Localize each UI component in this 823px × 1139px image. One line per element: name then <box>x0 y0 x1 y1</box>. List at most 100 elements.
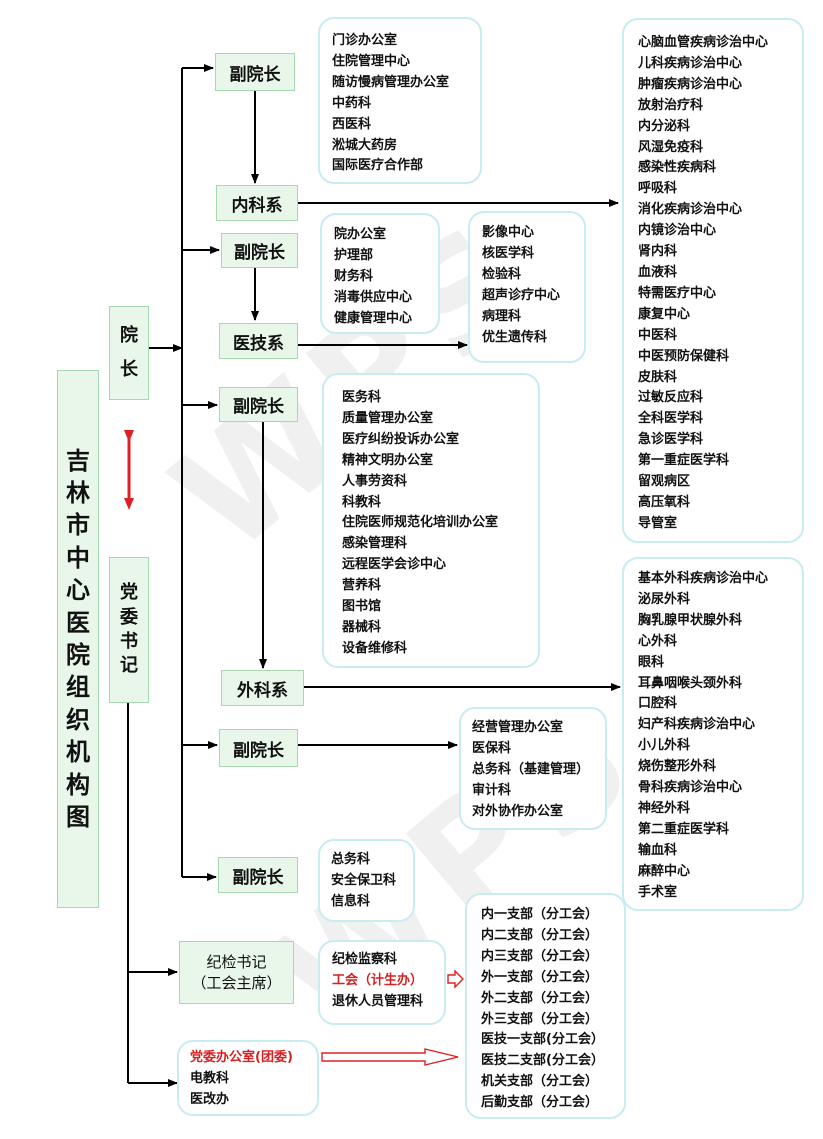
title-char: 院 <box>66 641 90 669</box>
secretary-char: 书 <box>120 631 138 652</box>
list-item: 图书馆 <box>342 599 382 615</box>
secretary-char: 记 <box>120 655 138 677</box>
list-item: 经营管理办公室 <box>472 720 564 735</box>
list-item: 医技一支部(分工会） <box>481 1032 604 1048</box>
chart-title: 吉 林 市 中 心 医 院 组 织 机 构 图 <box>57 370 99 908</box>
list-item: 感染性疾病科 <box>638 160 717 176</box>
red-hollow-arrow-small <box>447 969 464 989</box>
list-item: 血液科 <box>638 264 678 280</box>
title-char: 机 <box>66 738 90 767</box>
list-item: 超声诊疗中心 <box>482 287 561 303</box>
list-item: 病理科 <box>482 308 522 324</box>
party-secretary-box: 党 委 书 记 <box>109 557 149 703</box>
list-item: 胸乳腺甲状腺外科 <box>638 612 743 628</box>
list-item: 基本外科疾病诊治中心 <box>638 571 769 586</box>
list-item: 第二重症医学科 <box>638 821 730 837</box>
list-item: 随访慢病管理办公室 <box>332 74 450 90</box>
list-item: 留观病区 <box>638 474 691 490</box>
list-item: 机关支部（分工会） <box>481 1074 599 1090</box>
list-item: 护理部 <box>334 247 374 263</box>
internal-list: 心脑血管疾病诊治中心 儿科疾病诊治中心 肿瘤疾病诊治中心 放射治疗科 内分泌科 … <box>638 33 768 535</box>
list-item: 后勤支部（分工会） <box>481 1095 599 1111</box>
list-item: 远程医学会诊中心 <box>342 557 447 573</box>
list-item: 设备维修科 <box>342 640 408 656</box>
vp3-list: 医务科 质量管理办公室 医疗纠纷投诉办公室 精神文明办公室 人事劳资科 科教科 … <box>342 388 498 660</box>
list-item: 第一重症医学科 <box>638 453 730 469</box>
title-char: 构 <box>66 770 90 799</box>
list-item: 中医科 <box>638 327 678 343</box>
list-item: 审计科 <box>472 782 512 798</box>
title-char: 织 <box>66 705 90 734</box>
list-item: 感染管理科 <box>342 536 408 552</box>
surgery-list-box <box>622 557 804 911</box>
list-item: 麻醉中心 <box>638 863 691 879</box>
list-item: 导管室 <box>638 515 678 531</box>
list-item: 医改办 <box>190 1091 230 1107</box>
list-item: 输血科 <box>638 842 678 858</box>
list-item: 内二支部（分工会） <box>481 927 599 943</box>
title-char: 心 <box>66 576 90 605</box>
list-item: 医保科 <box>472 740 512 756</box>
medical-tech-dept: 医技系 <box>219 323 298 359</box>
vp5-list: 总务科 安全保卫科 信息科 <box>331 850 396 913</box>
vp2-list: 院办公室 护理部 财务科 消毒供应中心 健康管理中心 <box>334 225 412 330</box>
discipline-secretary-box: 纪检书记 （工会主席） <box>179 941 294 1004</box>
list-item: 器械科 <box>342 619 382 635</box>
list-item: 西医科 <box>332 116 372 132</box>
list-item: 优生遗传科 <box>482 329 548 345</box>
list-item: 风湿免疫科 <box>638 139 704 155</box>
list-item: 皮肤科 <box>638 369 678 385</box>
title-char: 图 <box>66 802 90 831</box>
list-item: 外三支部（分工会） <box>481 1011 599 1027</box>
list-item: 信息科 <box>331 893 371 909</box>
list-item: 消化疾病诊治中心 <box>638 202 743 218</box>
list-item: 内分泌科 <box>638 118 691 134</box>
president-char: 院 <box>120 324 138 346</box>
list-item: 检验科 <box>482 266 522 282</box>
list-item: 退休人员管理科 <box>332 993 424 1009</box>
vp1-list-box <box>318 17 482 184</box>
list-item: 医务科 <box>342 390 382 405</box>
list-item: 中药科 <box>332 95 372 111</box>
list-item: 烧伤整形外科 <box>638 759 717 775</box>
list-item: 中医预防保健科 <box>638 348 730 364</box>
list-item: 妇产科疾病诊治中心 <box>638 717 756 733</box>
list-item: 电教科 <box>190 1070 230 1086</box>
title-char: 中 <box>66 543 90 572</box>
discipline-line2: （工会主席） <box>191 973 282 992</box>
list-item: 财务科 <box>334 268 374 284</box>
list-item: 心外科 <box>638 633 678 649</box>
list-item: 住院医师规范化培训办公室 <box>342 515 499 531</box>
list-item: 消毒供应中心 <box>334 289 413 305</box>
president-char: 长 <box>120 359 138 380</box>
surgery-list: 基本外科疾病诊治中心 泌尿外科 胸乳腺甲状腺外科 心外科 眼科 耳鼻咽喉头颈外科… <box>638 569 768 904</box>
list-item: 心脑血管疾病诊治中心 <box>638 35 769 50</box>
list-item-union: 工会（计生办） <box>332 972 424 988</box>
vp3-list-box <box>322 373 540 668</box>
vice-president-5: 副院长 <box>218 857 298 893</box>
title-char: 林 <box>66 479 90 508</box>
list-item: 安全保卫科 <box>331 872 397 888</box>
list-item: 放射治疗科 <box>638 97 704 113</box>
list-item: 营养科 <box>342 578 382 594</box>
red-hollow-arrow-long <box>321 1048 459 1066</box>
surgery-dept: 外科系 <box>221 670 304 706</box>
vp2-list-box <box>320 213 440 334</box>
list-item: 门诊办公室 <box>332 33 398 48</box>
list-item: 总务科 <box>331 852 371 867</box>
list-item: 特需医疗中心 <box>638 285 717 301</box>
list-item: 健康管理中心 <box>334 310 413 326</box>
union-list: 内一支部（分工会） 内二支部（分工会） 内三支部（分工会） 外一支部（分工会） … <box>481 905 604 1114</box>
list-item: 淞城大药房 <box>332 137 398 153</box>
title-char: 医 <box>66 608 90 637</box>
list-item: 泌尿外科 <box>638 591 691 607</box>
list-item: 住院管理中心 <box>332 53 411 69</box>
list-item: 核医学科 <box>482 245 535 261</box>
list-item: 内镜诊治中心 <box>638 223 717 239</box>
list-item: 人事劳资科 <box>342 473 408 489</box>
list-item: 儿科疾病诊治中心 <box>638 55 743 71</box>
list-item: 内三支部（分工会） <box>481 948 599 964</box>
list-item: 手术室 <box>638 884 678 900</box>
list-item: 院办公室 <box>334 227 387 242</box>
list-item: 肿瘤疾病诊治中心 <box>638 76 743 92</box>
